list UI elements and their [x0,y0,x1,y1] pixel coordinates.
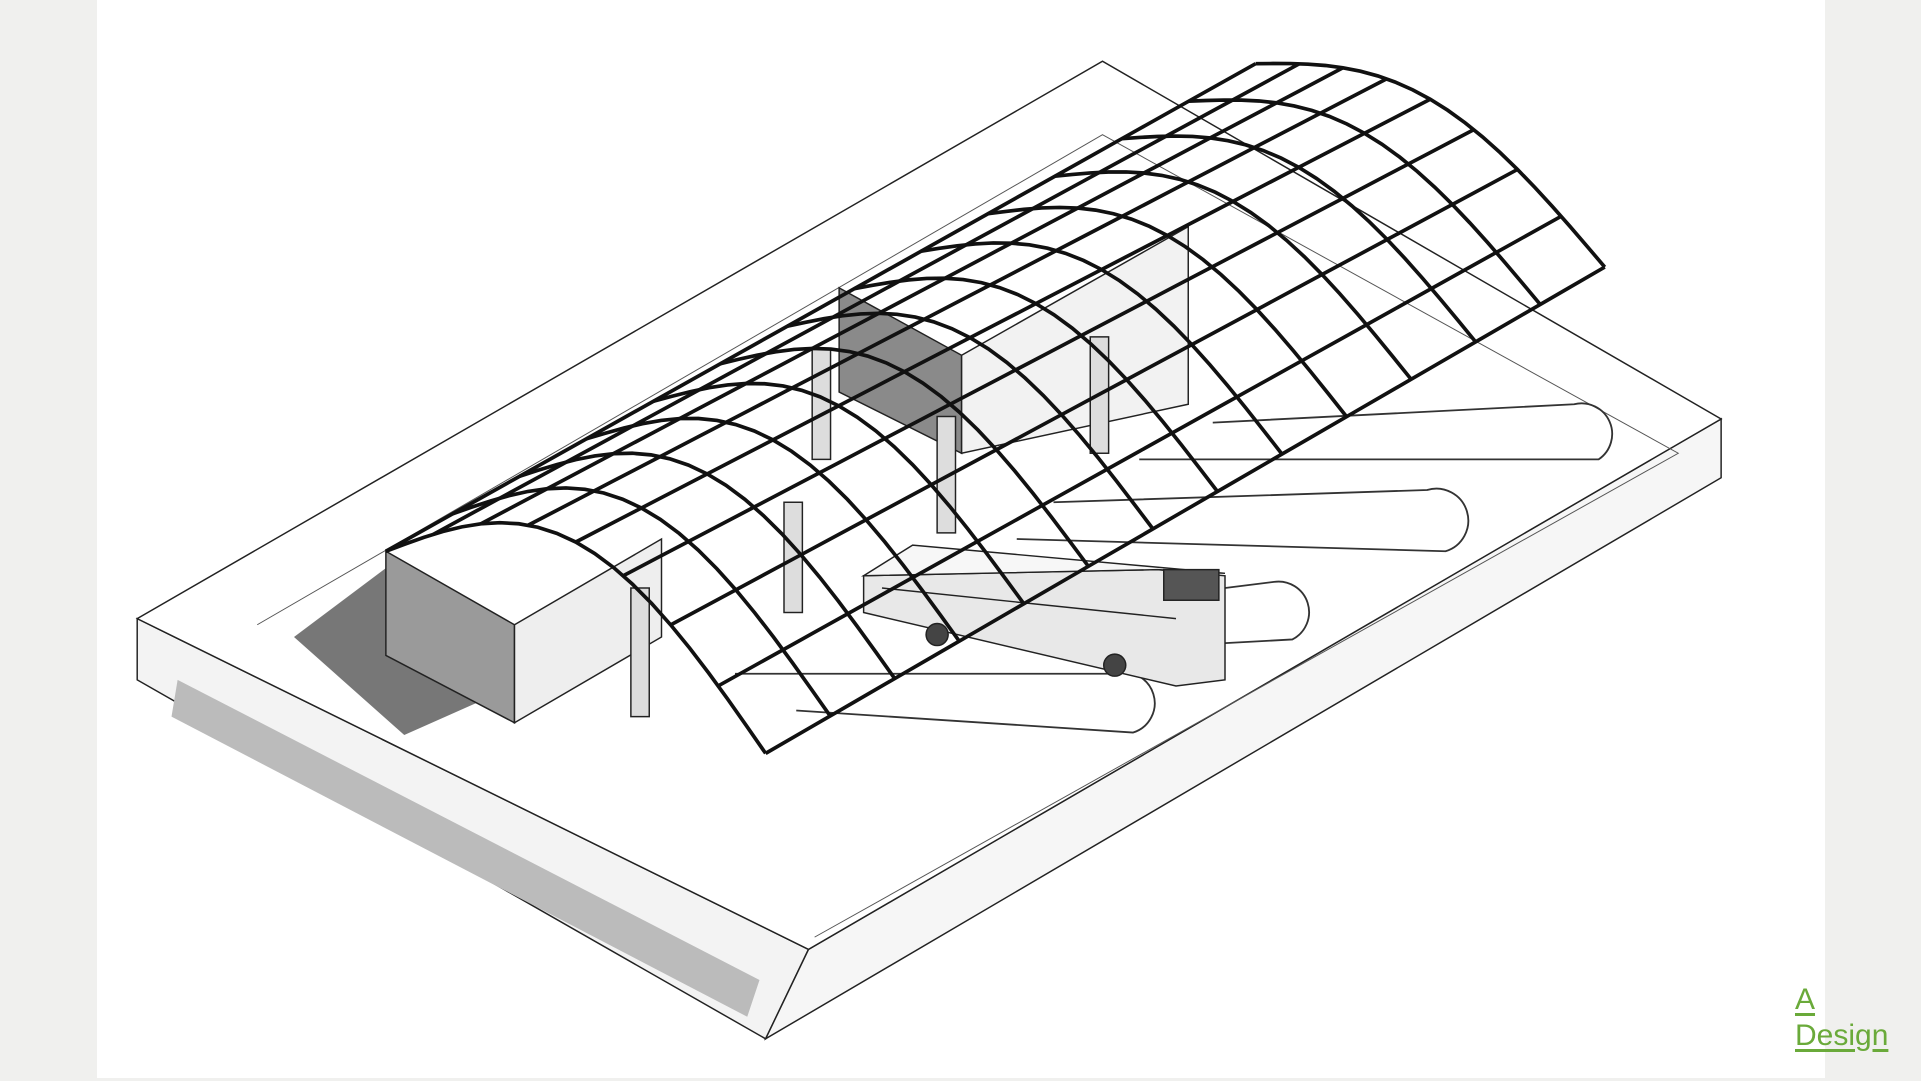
roof-purlin [669,167,1519,627]
bus-lane-2 [1016,487,1470,553]
bus-lane-1 [1139,402,1614,461]
roof-purlin [717,214,1563,688]
link-line-1: A [1795,983,1816,1016]
roof-purlin [622,128,1475,578]
link-line-2: Design [1795,1019,1889,1052]
roof-grid [384,61,1607,755]
roof-purlin [764,265,1606,755]
slab-shadow [171,679,760,1017]
bus-lanes [735,402,1614,734]
roof-purlin [527,77,1388,527]
bus-lane-3 [1224,580,1310,645]
roof-purlin [479,66,1344,526]
roof-purlin [432,62,1301,536]
slab-top [135,60,1723,951]
roof-purlin [574,97,1432,544]
roof-purlin [384,62,1257,553]
a-design-link[interactable]: A Design [1795,982,1888,1054]
slab-inner-edge [257,134,1680,938]
